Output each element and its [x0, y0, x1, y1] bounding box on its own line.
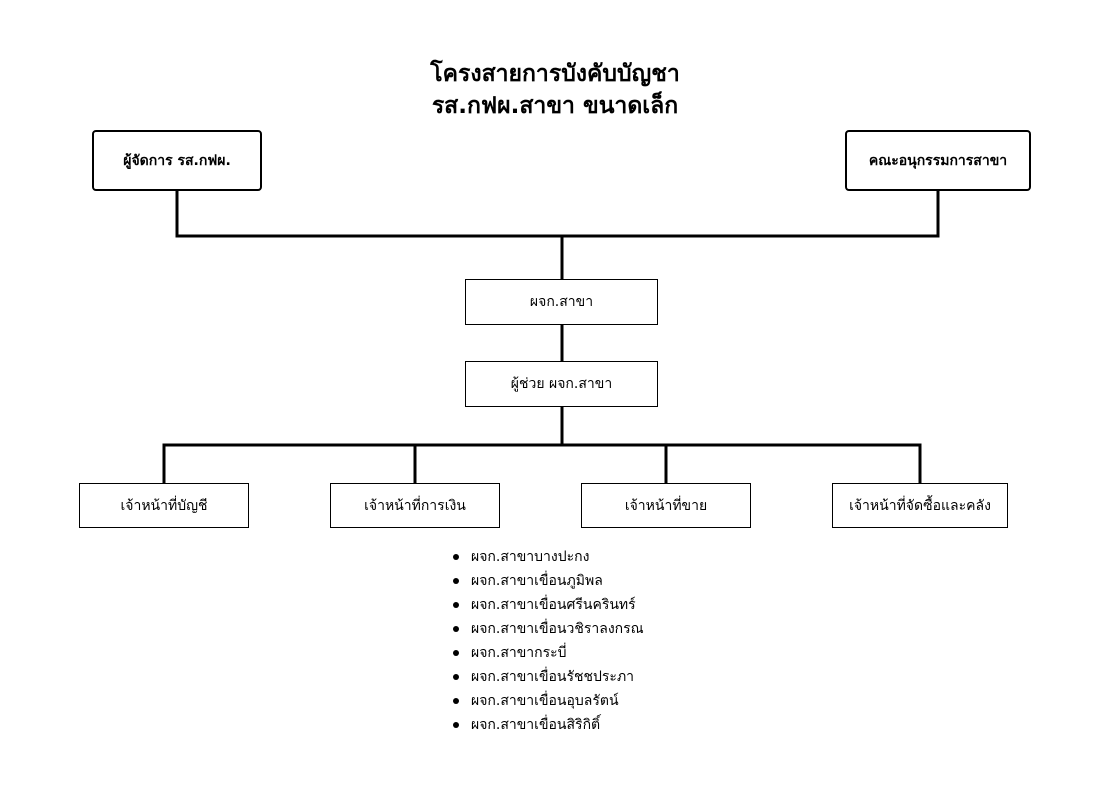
list-item: ผจก.สาขาบางปะกง: [441, 545, 644, 569]
manager-label: ผู้จัดการ รส.กฟผ.: [123, 152, 231, 169]
branch-label: ผจก.สาขาเขื่อนศรีนครินทร์: [471, 597, 636, 613]
branch-manager-box: ผจก.สาขา: [465, 279, 658, 325]
staff-label-sales: เจ้าหน้าที่ขาย: [624, 497, 708, 514]
staff-label-accounting: เจ้าหน้าที่บัญชี: [120, 497, 208, 514]
branch-list: ผจก.สาขาบางปะกง ผจก.สาขาเขื่อนภูมิพล ผจก…: [441, 545, 644, 737]
assistant-manager-label: ผู้ช่วย ผจก.สาขา: [510, 376, 613, 392]
branch-label: ผจก.สาขากระบี่: [471, 645, 567, 661]
bullet-icon: [453, 554, 459, 560]
assistant-manager-box: ผู้ช่วย ผจก.สาขา: [465, 361, 658, 407]
bullet-icon: [453, 626, 459, 632]
bullet-icon: [453, 722, 459, 728]
bullet-icon: [453, 650, 459, 656]
branch-manager-label: ผจก.สาขา: [529, 294, 594, 310]
manager-box: ผู้จัดการ รส.กฟผ.: [92, 130, 262, 191]
list-item: ผจก.สาขาเขื่อนรัชชประภา: [441, 665, 644, 689]
chart-title-line-2: รส.กฟผ.สาขา ขนาดเล็ก: [431, 93, 679, 119]
branch-label: ผจก.สาขาเขื่อนวชิราลงกรณ: [471, 621, 644, 637]
bullet-icon: [453, 674, 459, 680]
staff-box-sales: เจ้าหน้าที่ขาย: [581, 483, 751, 528]
bullet-icon: [453, 698, 459, 704]
list-item: ผจก.สาขาเขื่อนอุบลรัตน์: [441, 689, 644, 713]
list-item: ผจก.สาขาเขื่อนวชิราลงกรณ: [441, 617, 644, 641]
staff-label-finance: เจ้าหน้าที่การเงิน: [364, 497, 466, 514]
list-item: ผจก.สาขาเขื่อนสิริกิติ์: [441, 713, 644, 737]
branch-label: ผจก.สาขาเขื่อนอุบลรัตน์: [471, 693, 619, 709]
staff-label-procurement: เจ้าหน้าที่จัดซื้อและคลัง: [849, 497, 991, 514]
staff-box-procurement: เจ้าหน้าที่จัดซื้อและคลัง: [832, 483, 1008, 528]
bullet-icon: [453, 578, 459, 584]
committee-box: คณะอนุกรรมการสาขา: [845, 130, 1031, 191]
list-item: ผจก.สาขากระบี่: [441, 641, 644, 665]
list-item: ผจก.สาขาเขื่อนภูมิพล: [441, 569, 644, 593]
committee-label: คณะอนุกรรมการสาขา: [868, 152, 1008, 169]
staff-box-finance: เจ้าหน้าที่การเงิน: [330, 483, 500, 528]
bullet-icon: [453, 602, 459, 608]
list-item: ผจก.สาขาเขื่อนศรีนครินทร์: [441, 593, 644, 617]
branch-label: ผจก.สาขาเขื่อนรัชชประภา: [471, 669, 635, 685]
branch-label: ผจก.สาขาบางปะกง: [471, 549, 590, 565]
staff-box-accounting: เจ้าหน้าที่บัญชี: [79, 483, 249, 528]
chart-title-line-1: โครงสายการบังคับบัญชา: [430, 61, 680, 87]
branch-label: ผจก.สาขาเขื่อนภูมิพล: [471, 573, 603, 589]
branch-label: ผจก.สาขาเขื่อนสิริกิติ์: [471, 717, 601, 733]
